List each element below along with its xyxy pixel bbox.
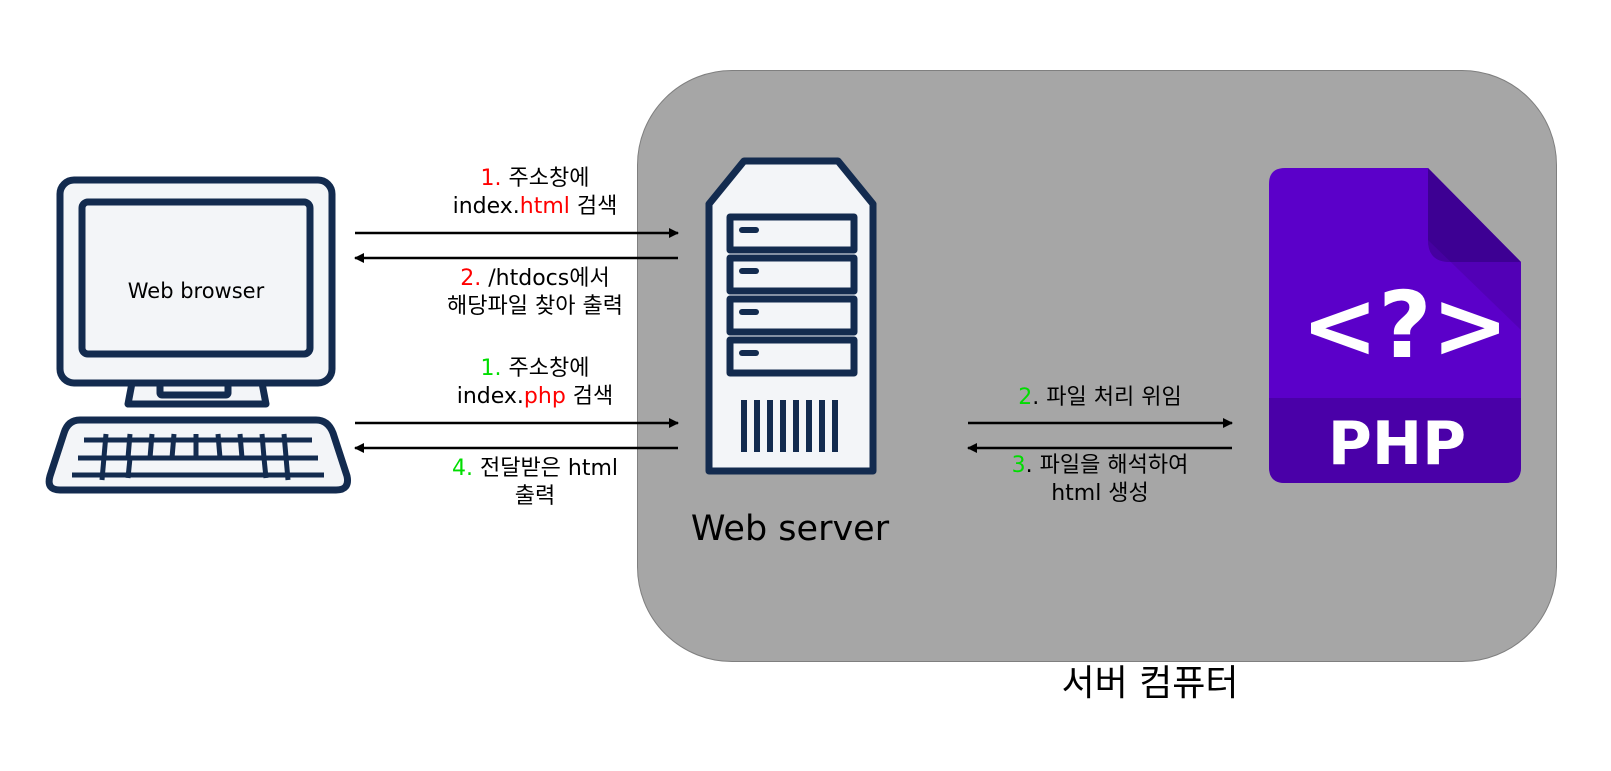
response-text-2: 해당파일 찾아 출력	[447, 294, 623, 319]
response-text: /htdocs에서	[481, 266, 610, 291]
php-badge: PHP	[1328, 409, 1466, 479]
delegate-text: . 파일 처리 위임	[1032, 385, 1182, 410]
computer-icon	[45, 176, 351, 494]
filename-prefix: index.	[452, 194, 520, 219]
step-number: 2	[1018, 385, 1033, 410]
request-suffix: 검색	[565, 384, 614, 409]
php-request-label: 1. 주소창에 index.php 검색	[395, 355, 675, 411]
step-number: 4.	[451, 456, 473, 481]
php-response-label: 4. 전달받은 html 출력	[395, 455, 675, 511]
web-server-label: Web server	[690, 509, 890, 549]
step-number: 2.	[460, 266, 482, 291]
step-number: 1.	[480, 166, 502, 191]
response-text-2: 출력	[514, 484, 556, 509]
flow-arrows	[354, 228, 1233, 453]
php-glyph: <?>	[1301, 272, 1509, 379]
response-text: 전달받은 html	[472, 456, 619, 481]
interpret-label: 3. 파일을 해석하여 html 생성	[960, 452, 1240, 508]
file-extension: html	[519, 194, 570, 219]
web-browser-label: Web browser	[127, 279, 265, 303]
interpret-text-2: html 생성	[1051, 481, 1149, 506]
request-text: 주소창에	[508, 166, 590, 191]
request-text: 주소창에	[501, 356, 590, 381]
html-request-label: 1. 주소창에 index.html 검색	[395, 165, 675, 221]
html-response-label: 2. /htdocs에서 해당파일 찾아 출력	[395, 265, 675, 321]
step-number: 1.	[480, 356, 502, 381]
delegate-label: 2. 파일 처리 위임	[960, 384, 1240, 412]
php-file-icon: <?> PHP	[1269, 168, 1521, 483]
request-suffix: 검색	[569, 194, 618, 219]
step-number: 3	[1011, 453, 1026, 478]
interpret-text: . 파일을 해석하여	[1025, 453, 1189, 478]
server-icon	[705, 157, 877, 475]
file-extension: php	[523, 384, 566, 409]
filename-prefix: index.	[456, 384, 524, 409]
server-computer-label: 서버 컴퓨터	[1061, 663, 1239, 704]
